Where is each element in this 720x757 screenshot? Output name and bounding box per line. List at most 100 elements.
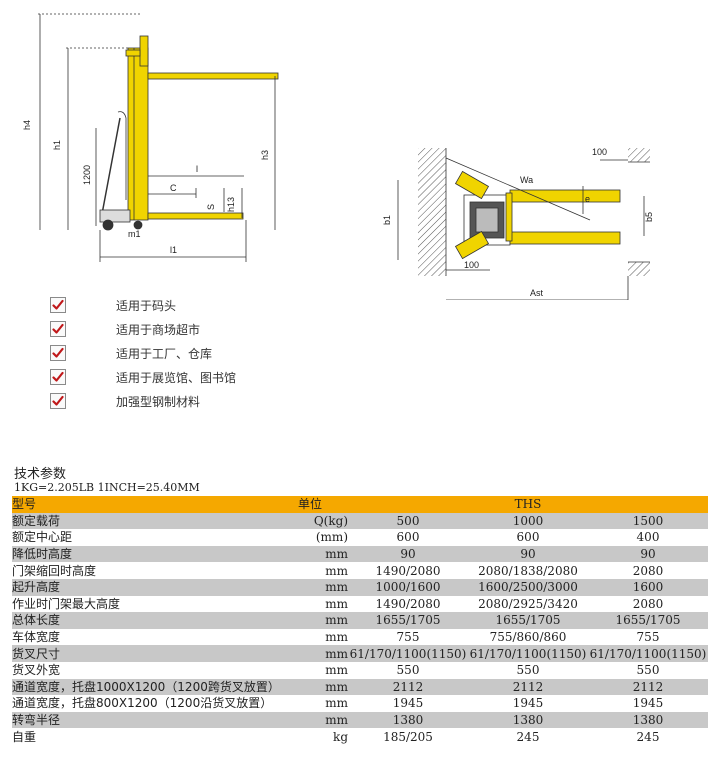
dim-label-b1: b1 <box>382 215 392 225</box>
feature-label: 适用于工厂、仓库 <box>116 346 213 361</box>
spec-name: 货叉尺寸 <box>12 645 272 662</box>
spec-value: 2112 <box>348 678 468 696</box>
spec-value: 2080/1838/2080 <box>468 562 588 579</box>
spec-value: 185/205 <box>348 728 468 745</box>
spec-value: 1000/1600 <box>348 578 468 596</box>
spec-unit: mm <box>272 678 348 696</box>
spec-value: 2080 <box>588 595 708 613</box>
spec-unit: mm <box>272 711 348 729</box>
dim-label-100-bottom: 100 <box>464 260 479 270</box>
feature-item: 适用于码头 <box>50 293 236 317</box>
spec-value: 550 <box>348 661 468 679</box>
header-model-value: THS <box>468 496 588 513</box>
feature-label: 加强型钢制材料 <box>116 394 201 409</box>
spec-unit: mm <box>272 612 348 629</box>
spec-value: 61/170/1100(1150) <box>468 645 588 662</box>
spec-value: 1945 <box>348 695 468 712</box>
spec-name: 作业时门架最大高度 <box>12 595 272 613</box>
spec-value: 600 <box>468 529 588 546</box>
dim-label-wa: Wa <box>520 175 533 185</box>
header-unit-label: 单位 <box>272 496 348 513</box>
spec-value: 2080/2925/3420 <box>468 595 588 613</box>
spec-value: 61/170/1100(1150) <box>348 645 468 662</box>
spec-unit: mm <box>272 645 348 662</box>
spec-unit: (mm) <box>272 529 348 546</box>
spec-value: 1490/2080 <box>348 562 468 579</box>
feature-item: 适用于工厂、仓库 <box>50 341 236 365</box>
dim-label-h4: h4 <box>22 120 32 130</box>
spec-unit: mm <box>272 578 348 596</box>
spec-value: 550 <box>468 661 588 679</box>
feature-item: 加强型钢制材料 <box>50 389 236 413</box>
check-icon <box>50 297 66 313</box>
spec-name: 额定载荷 <box>12 512 272 530</box>
spec-value: 1380 <box>468 711 588 729</box>
dim-label-e: e <box>585 194 590 204</box>
feature-label: 适用于码头 <box>116 298 177 313</box>
spec-unit: mm <box>272 562 348 579</box>
spec-name: 总体长度 <box>12 612 272 629</box>
spec-value: 1655/1705 <box>348 612 468 629</box>
technical-drawing: h4 h1 1200 h3 l C S h13 m1 l1 100 <box>22 13 654 300</box>
spec-value: 755 <box>348 628 468 646</box>
spec-value: 500 <box>348 512 468 530</box>
check-icon <box>50 321 66 337</box>
spec-value: 755 <box>588 628 708 646</box>
spec-value: 1945 <box>588 695 708 712</box>
spec-name: 通道宽度，托盘800X1200（1200沿货叉放置） <box>12 695 272 712</box>
spec-name: 通道宽度，托盘1000X1200（1200跨货叉放置） <box>12 678 272 696</box>
spec-value: 1945 <box>468 695 588 712</box>
spec-value: 245 <box>588 728 708 745</box>
spec-value: 2112 <box>468 678 588 696</box>
feature-item: 适用于展览馆、图书馆 <box>50 365 236 389</box>
dim-label-h3: h3 <box>260 150 270 160</box>
spec-value: 61/170/1100(1150) <box>588 645 708 662</box>
dim-label-ast: Ast <box>530 288 544 298</box>
spec-name: 转弯半径 <box>12 711 272 729</box>
spec-value: 90 <box>348 545 468 563</box>
spec-name: 自重 <box>12 728 272 745</box>
feature-label: 适用于展览馆、图书馆 <box>116 370 237 385</box>
spec-name: 额定中心距 <box>12 529 272 546</box>
spec-value: 2080 <box>588 562 708 579</box>
spec-value: 90 <box>588 545 708 563</box>
check-icon <box>50 393 66 409</box>
spec-unit: kg <box>272 728 348 745</box>
spec-value: 1600/2500/3000 <box>468 578 588 596</box>
dim-label-h1: h1 <box>52 140 62 150</box>
dim-label-b5: b5 <box>644 212 654 222</box>
dim-label-h13: h13 <box>226 197 236 212</box>
spec-unit: mm <box>272 545 348 563</box>
header-model-label: 型号 <box>12 496 272 513</box>
spec-value: 400 <box>588 529 708 546</box>
spec-value: 1655/1705 <box>468 612 588 629</box>
dim-label-m1: m1 <box>128 229 141 239</box>
spec-value: 550 <box>588 661 708 679</box>
feature-item: 适用于商场超市 <box>50 317 236 341</box>
dim-label-l1: l1 <box>170 245 177 255</box>
spec-value: 2112 <box>588 678 708 696</box>
check-icon <box>50 369 66 385</box>
spec-unit: mm <box>272 628 348 646</box>
specs-header-row: 型号 单位 THS <box>12 496 708 513</box>
spec-name: 车体宽度 <box>12 628 272 646</box>
spec-value: 1380 <box>588 711 708 729</box>
unit-conversion-note: 1KG=2.205LB 1INCH=25.40MM <box>14 481 200 494</box>
spec-unit: mm <box>272 661 348 679</box>
spec-name: 起升高度 <box>12 578 272 596</box>
spec-unit: mm <box>272 595 348 613</box>
dim-label-100-top: 100 <box>592 147 607 157</box>
spec-unit: mm <box>272 695 348 712</box>
